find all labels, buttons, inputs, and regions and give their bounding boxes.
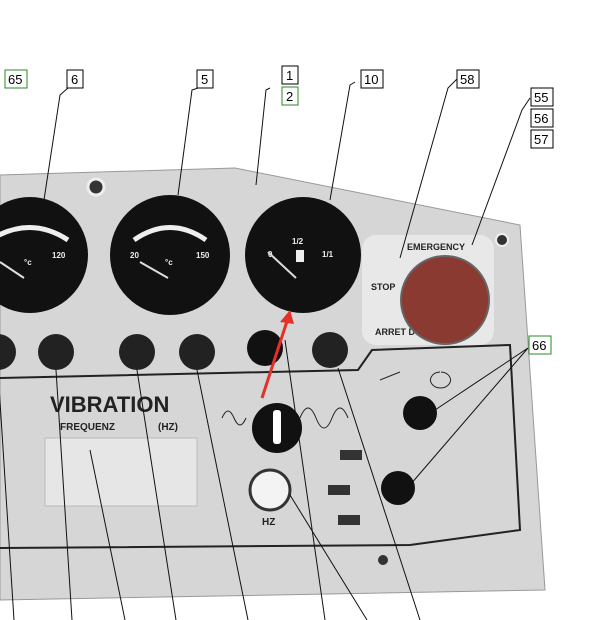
- callout-5: 5: [196, 69, 214, 89]
- emergency-stop: EMERGENCY STOP ARRET D: [362, 235, 494, 345]
- indicator-light: [38, 334, 74, 370]
- svg-text:2: 2: [286, 89, 293, 104]
- svg-text:56: 56: [534, 111, 548, 126]
- callout-57: 57: [530, 129, 554, 149]
- callout-66: 66: [528, 335, 552, 355]
- callout-58: 58: [456, 69, 480, 89]
- mounting-hole: [378, 555, 388, 565]
- indicator-light: [0, 334, 16, 370]
- red-arrow: [260, 311, 292, 399]
- svg-text:FREQUENZ: FREQUENZ: [60, 422, 115, 433]
- svg-text:°c: °c: [24, 258, 32, 267]
- panel-boundary-line: [0, 343, 522, 549]
- svg-text:STOP: STOP: [371, 282, 395, 292]
- speed-mode-button[interactable]: [381, 471, 415, 505]
- work-light-button[interactable]: [403, 396, 437, 430]
- mounting-hole: [86, 177, 106, 197]
- callout-55: 55: [530, 87, 554, 107]
- svg-text:57: 57: [534, 132, 548, 147]
- svg-text:EMERGENCY: EMERGENCY: [407, 242, 465, 252]
- hz-button[interactable]: [248, 468, 292, 512]
- svg-text:120: 120: [52, 251, 66, 260]
- svg-text:66: 66: [532, 338, 546, 353]
- svg-text:65: 65: [8, 72, 22, 87]
- tractor-speed-icons: [328, 450, 362, 525]
- oil-pressure-light: [119, 334, 155, 370]
- callout-56: 56: [530, 108, 554, 128]
- callout-6: 6: [66, 69, 84, 89]
- brake-light: [312, 332, 348, 368]
- work-light-icon: [379, 371, 451, 389]
- svg-text:1/2: 1/2: [292, 237, 304, 246]
- frequency-display: [44, 437, 198, 507]
- callout-1: 1: [281, 65, 299, 85]
- oil-temperature-gauge: 20 150 °c: [110, 195, 230, 315]
- svg-text:10: 10: [364, 72, 378, 87]
- svg-text:VIBRATION: VIBRATION: [50, 392, 169, 417]
- svg-text:5: 5: [201, 72, 208, 87]
- svg-text:1: 1: [286, 68, 293, 83]
- fuel-pump-icon: [296, 250, 304, 262]
- callout-2: 2: [281, 86, 299, 106]
- svg-text:°c: °c: [165, 258, 173, 267]
- svg-text:6: 6: [71, 72, 78, 87]
- svg-text:150: 150: [196, 251, 210, 260]
- callout-10: 10: [360, 69, 384, 89]
- svg-text:1/1: 1/1: [322, 250, 334, 259]
- svg-text:20: 20: [130, 251, 139, 260]
- svg-text:58: 58: [460, 72, 474, 87]
- coolant-temperature-gauge: 120 °c: [0, 197, 88, 313]
- fuel-gauge: 0 1/2 1/1: [245, 197, 361, 313]
- emergency-stop-button[interactable]: [400, 255, 490, 345]
- indicator-lights: [0, 330, 348, 370]
- svg-text:(HZ): (HZ): [158, 422, 178, 433]
- mounting-hole: [495, 233, 509, 247]
- svg-text:ARRET D: ARRET D: [375, 327, 415, 337]
- callout-65: 65: [4, 69, 28, 89]
- svg-text:55: 55: [534, 90, 548, 105]
- svg-text:HZ: HZ: [262, 517, 275, 528]
- battery-light: [179, 334, 215, 370]
